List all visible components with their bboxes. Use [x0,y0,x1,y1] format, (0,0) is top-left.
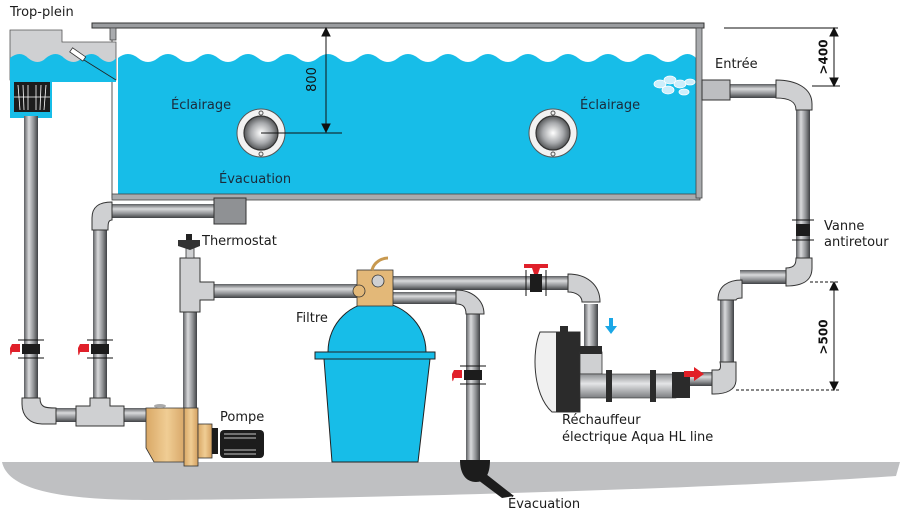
elbow-riser-top [785,257,813,287]
elbow-filter-waste [455,289,485,315]
electric-heater [534,326,690,413]
elbow-heater-out [711,361,737,395]
sewer-drain [460,460,514,498]
label-check-valve-2: antiretour [824,235,889,250]
sand-filter [314,256,436,463]
label-heater-1: Réchauffeur [562,413,641,428]
dimension-heater-offset: >500 [816,319,831,355]
tee-bottom [75,397,125,427]
ground [2,462,900,500]
dimension-500-lines [736,280,840,392]
pool-basin [109,27,703,201]
light-right [528,108,578,158]
label-check-valve-1: Vanne [824,219,865,234]
tee-thermostat [179,257,215,313]
elbow-inlet [775,79,813,111]
thermostat [178,234,200,259]
label-heater-2: électrique Aqua HL line [562,430,714,445]
label-drain-pool: Évacuation [219,172,292,187]
pool-water [118,54,696,194]
label-overflow: Trop-plein [10,5,74,20]
pool-coping [91,22,705,29]
valve-bypass [524,264,548,296]
dimension-water-depth: 800 [304,67,320,92]
dimension-800-lines [261,26,342,134]
pump [145,404,264,467]
skimmer [9,29,117,118]
inlet-bubbles [653,75,696,96]
valves [10,219,814,385]
label-thermostat: Thermostat [202,234,277,249]
valve-left-1 [10,339,44,359]
label-pump: Pompe [220,410,265,425]
elbow-riser-bottom [717,279,743,301]
check-valve [792,219,814,241]
elbow-heater-in [567,273,601,303]
dimension-inlet-height: >400 [816,39,831,75]
label-filter: Filtre [296,311,328,326]
label-inlet: Entrée [715,57,758,72]
pipe-fittings [21,79,813,427]
elbow-bottom-left [21,397,57,425]
label-lighting-right: Éclairage [580,98,641,113]
valve-left-2 [78,339,113,359]
label-drain-ground: Évacuation [508,497,581,512]
flow-arrow-right-icon [684,367,704,381]
dimension-400-lines [724,26,840,88]
elbow-drain [91,201,113,231]
valve-waste [452,365,486,385]
flow-arrow-down-icon [605,318,617,334]
label-lighting-left: Éclairage [171,98,232,113]
inlet-fitting [701,79,731,101]
main-drain-fitting [213,197,247,225]
